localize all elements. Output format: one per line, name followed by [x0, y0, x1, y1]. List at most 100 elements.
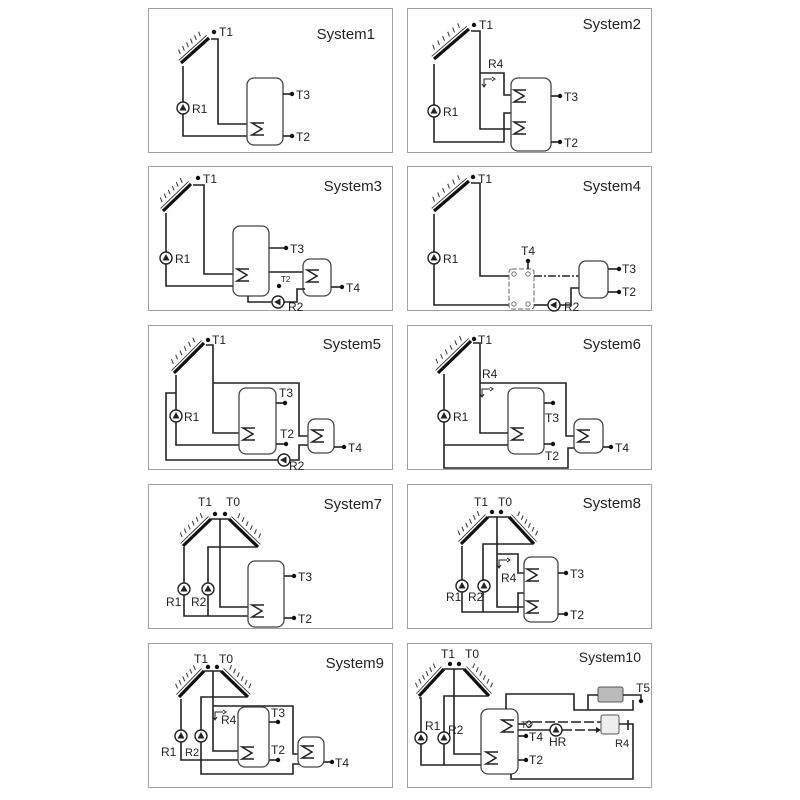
solar-collector-glass: [160, 181, 189, 209]
sun-ray-icon: [192, 665, 196, 671]
sun-ray-icon: [183, 346, 187, 352]
port-icon: [511, 301, 517, 307]
sensor-dot-icon: [329, 759, 335, 765]
pipe: [473, 342, 512, 434]
sensor-dot-icon: [563, 570, 569, 576]
plate-heat-exchanger: [508, 268, 535, 310]
label-t4: T4: [346, 281, 360, 295]
sensor-dot-icon: [638, 698, 644, 704]
label-t3: T3: [622, 262, 636, 276]
solar-collector: [462, 667, 491, 698]
sensor-dot-icon: [557, 93, 563, 99]
storage-tank: [232, 225, 270, 297]
pump-arrow-icon: [179, 104, 187, 111]
sensor-dot-icon: [275, 757, 281, 763]
label-r1: R1: [443, 105, 459, 119]
sun-ray-icon: [432, 663, 436, 669]
storage-tank: [510, 77, 552, 152]
sensor-dot-icon: [550, 400, 556, 406]
solar-collector: [177, 669, 206, 699]
label-t1: T1: [198, 495, 212, 509]
sensor-dot-icon: [456, 661, 462, 667]
solar-collector-glass: [178, 35, 207, 61]
sun-ray-icon: [457, 530, 461, 536]
sun-ray-icon: [240, 675, 244, 682]
sun-ray-icon: [422, 674, 426, 680]
sensor-dot-icon: [471, 22, 477, 28]
label-t2: T2: [280, 427, 294, 441]
sensor-dot-icon: [275, 719, 281, 725]
sun-ray-icon: [178, 679, 182, 685]
solar-collector: [172, 341, 206, 375]
heat-exchanger-coil-icon: [509, 427, 524, 441]
arrow-icon: [596, 727, 601, 733]
sun-ray-icon: [167, 189, 171, 195]
pipe: [433, 214, 509, 306]
pump-arrow-icon: [417, 734, 425, 741]
sun-ray-icon: [457, 23, 460, 29]
sun-ray-icon: [449, 344, 453, 350]
sun-ray-icon: [190, 38, 193, 44]
pump-arrow-icon: [177, 732, 185, 739]
pump-arrow-icon: [280, 456, 287, 464]
sun-ray-icon: [447, 31, 450, 37]
label-t1: T1: [478, 333, 492, 347]
sensor-dot-icon: [276, 283, 282, 289]
sensor-dot-icon: [498, 509, 504, 515]
solar-collector-glass: [431, 26, 468, 57]
sun-ray-icon: [442, 35, 445, 42]
pipe: [206, 344, 243, 434]
system-title: System3: [324, 178, 382, 195]
label-r1: R1: [192, 102, 208, 116]
sun-ray-icon: [432, 196, 435, 202]
heat-exchanger-coil-icon: [575, 429, 590, 443]
sun-ray-icon: [170, 358, 174, 364]
port-icon: [525, 271, 531, 277]
sun-ray-icon: [175, 354, 179, 360]
pipe: [560, 287, 579, 306]
sun-ray-icon: [472, 514, 476, 520]
sun-ray-icon: [182, 45, 185, 51]
label-t1: T1: [212, 333, 226, 347]
sun-ray-icon: [452, 27, 455, 33]
label-r2: R2: [288, 300, 304, 314]
pipe: [443, 695, 488, 766]
sun-ray-icon: [447, 183, 450, 189]
label-hr: HR: [549, 735, 567, 749]
label-r2: R2: [448, 723, 464, 737]
label-t0: T0: [498, 495, 512, 509]
sensor-dot-icon: [222, 511, 228, 517]
sun-ray-icon: [248, 683, 252, 689]
sensor-dot-icon: [616, 289, 622, 295]
label-t0: T0: [219, 652, 233, 666]
pipe: [247, 296, 272, 303]
sun-ray-icon: [198, 31, 201, 37]
sun-ray-icon: [171, 185, 175, 191]
pipe: [180, 699, 242, 761]
sun-ray-icon: [244, 679, 248, 685]
sensor-dot-icon: [205, 337, 211, 343]
pump-arrow-icon: [204, 585, 212, 592]
sensor-dot-icon: [550, 441, 556, 447]
system-title: System8: [583, 495, 641, 512]
pipe: [480, 382, 576, 437]
label-r4: R4: [221, 713, 237, 727]
radiator-icon: [597, 686, 624, 703]
pump-arrow-icon: [180, 585, 188, 592]
sensor-dot-icon: [489, 509, 495, 515]
heat-exchanger-coil-icon: [511, 121, 526, 135]
label-t3: T3: [296, 88, 310, 102]
sensor-dot-icon: [471, 336, 477, 342]
heat-exchanger-coil-icon: [524, 568, 539, 582]
heat-exchanger-coil-icon: [249, 122, 264, 136]
system-title: System10: [579, 649, 641, 665]
label-t3: T3: [279, 386, 293, 400]
pipe: [471, 182, 509, 277]
system-title: System1: [317, 26, 375, 43]
storage-tank: [507, 387, 545, 455]
label-t4: T4: [335, 756, 349, 770]
